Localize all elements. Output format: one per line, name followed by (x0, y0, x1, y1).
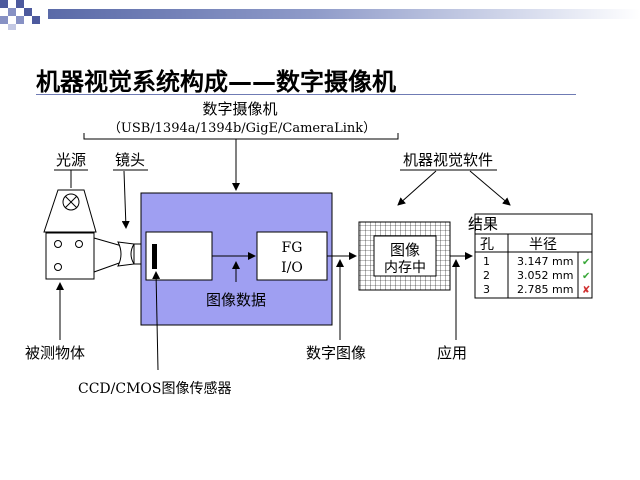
result-row: 3 2.785 mm ✘ (483, 283, 590, 296)
sensor-arrow (152, 271, 161, 371)
slide-title: 机器视觉系统构成——数字摄像机 (36, 68, 396, 96)
result-row: 1 3.147 mm ✔ (483, 255, 590, 268)
sensor-chip (152, 244, 157, 269)
results-title: 结果 (468, 215, 498, 233)
io-label: I/O (281, 260, 303, 276)
pass-check-icon: ✔ (582, 271, 590, 282)
title-underline (36, 94, 576, 95)
memory-label-1: 图像 (390, 241, 420, 259)
result-hole-id: 3 (483, 283, 490, 296)
camera-interfaces: （USB/1394a/1394b/GigE/CameraLink） (108, 121, 376, 136)
light-source-lamp (43, 189, 97, 233)
corner-pattern (0, 0, 40, 30)
fg-label: FG (282, 240, 303, 256)
sensor-label: CCD/CMOS图像传感器 (78, 380, 231, 397)
camera-title-bracket (83, 133, 399, 140)
results-col-radius: 半径 (529, 237, 557, 253)
application-label: 应用 (437, 344, 467, 362)
header-bar (48, 9, 640, 19)
results-table: 结果 孔 半径 1 3.147 mm ✔ 2 3.052 mm ✔ 3 2.785 mm ✘ (468, 213, 593, 299)
lens-label: 镜头 (115, 151, 145, 169)
result-hole-id: 2 (483, 269, 490, 282)
digital-image-label: 数字图像 (306, 344, 366, 362)
pass-check-icon: ✔ (582, 257, 590, 268)
measured-object (45, 232, 123, 280)
software-label: 机器视觉软件 (403, 151, 493, 169)
results-col-hole: 孔 (480, 237, 494, 253)
result-radius-value: 3.147 mm (517, 255, 573, 268)
software-arrow-right (469, 170, 511, 206)
result-radius-value: 2.785 mm (517, 283, 573, 296)
result-hole-id: 1 (483, 255, 490, 268)
software-arrow-left (397, 170, 437, 206)
memory-label-2: 内存中 (384, 260, 426, 276)
fg-io-box (256, 231, 328, 281)
image-data-label: 图像数据 (206, 291, 266, 309)
memory-inner (373, 235, 437, 277)
lens-label-arrow (121, 170, 130, 229)
light-source-label: 光源 (56, 151, 86, 169)
object-label: 被测物体 (25, 344, 85, 362)
camera-title: 数字摄像机 (202, 100, 277, 118)
result-radius-value: 3.052 mm (517, 269, 573, 282)
fail-cross-icon: ✘ (582, 285, 590, 296)
result-row: 2 3.052 mm ✔ (483, 269, 590, 282)
